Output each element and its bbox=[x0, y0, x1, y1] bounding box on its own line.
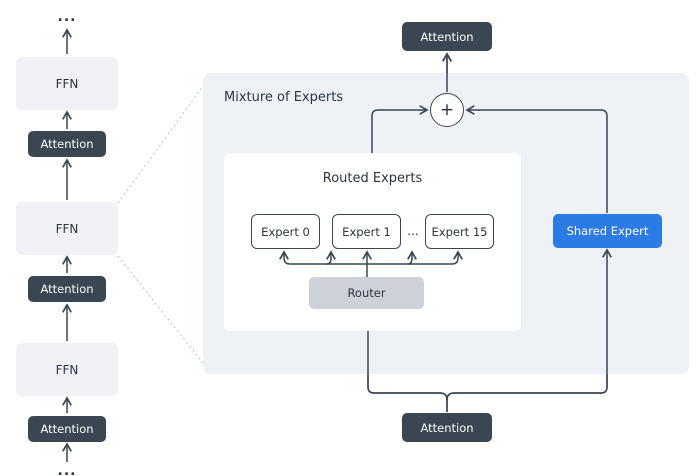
moe-title: Mixture of Experts bbox=[224, 90, 344, 105]
zoom-guide-top bbox=[117, 85, 204, 204]
shared-expert-block: Shared Expert bbox=[553, 214, 662, 248]
attention-output-block: Attention bbox=[402, 22, 492, 51]
arrow-attention-shared-inner bbox=[446, 248, 612, 401]
arrow-router-a-inner bbox=[326, 250, 336, 265]
ffn-block-2: FFN bbox=[16, 202, 118, 255]
plus-icon: + bbox=[430, 93, 464, 127]
router-block: Router bbox=[309, 277, 424, 309]
arrow-router-expert15-inner bbox=[367, 250, 463, 265]
expert-1: Expert 1 bbox=[332, 214, 401, 249]
ffn-block-3: FFN bbox=[16, 343, 118, 396]
expert-ellipsis: ... bbox=[407, 224, 419, 238]
arrow-routed-plus-inner bbox=[371, 105, 429, 153]
arrow-shared-plus-inner bbox=[465, 105, 608, 213]
attention-input-block: Attention bbox=[402, 413, 492, 442]
routed-experts-title: Routed Experts bbox=[322, 170, 423, 186]
ellipsis-top: ... bbox=[57, 9, 77, 25]
expert-15: Expert 15 bbox=[425, 214, 494, 249]
ellipsis-bottom: ... bbox=[57, 466, 77, 476]
arrow-router-b-inner bbox=[407, 250, 417, 265]
attention-block-1: Attention bbox=[28, 131, 106, 157]
arrow-router-expert0-inner bbox=[279, 250, 367, 265]
ffn-block-1: FFN bbox=[16, 57, 118, 110]
attention-block-3: Attention bbox=[28, 416, 106, 442]
expert-0: Expert 0 bbox=[251, 214, 320, 249]
attention-block-2: Attention bbox=[28, 276, 106, 302]
